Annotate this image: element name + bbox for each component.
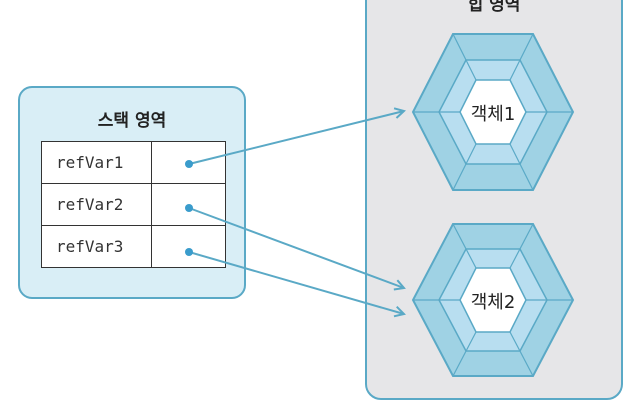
ref-var-value-cell [151,225,226,268]
table-row: refVar2 [41,183,226,226]
ref-dot-3 [185,248,193,256]
ref-arrow-1 [188,111,404,165]
object-1-label: 객체1 [470,104,516,125]
object-2-hexagon [411,223,575,377]
heap-area-title: 힙 영역 [467,0,521,15]
ref-dot-1 [185,160,193,168]
ref-var-name: refVar1 [41,141,152,184]
table-row: refVar3 [41,225,226,268]
ref-arrow-2 [188,207,404,288]
table-row: refVar1 [41,141,226,184]
object-1-hexagon [411,33,575,191]
stack-area-title: 스택 영역 [97,111,167,131]
ref-var-name: refVar2 [41,183,152,226]
object-2-label: 객체2 [470,292,516,313]
ref-arrow-3 [188,251,404,314]
ref-var-name: refVar3 [41,225,152,268]
reference-variable-table: refVar1 refVar2 refVar3 [41,141,226,268]
ref-dot-2 [185,204,193,212]
